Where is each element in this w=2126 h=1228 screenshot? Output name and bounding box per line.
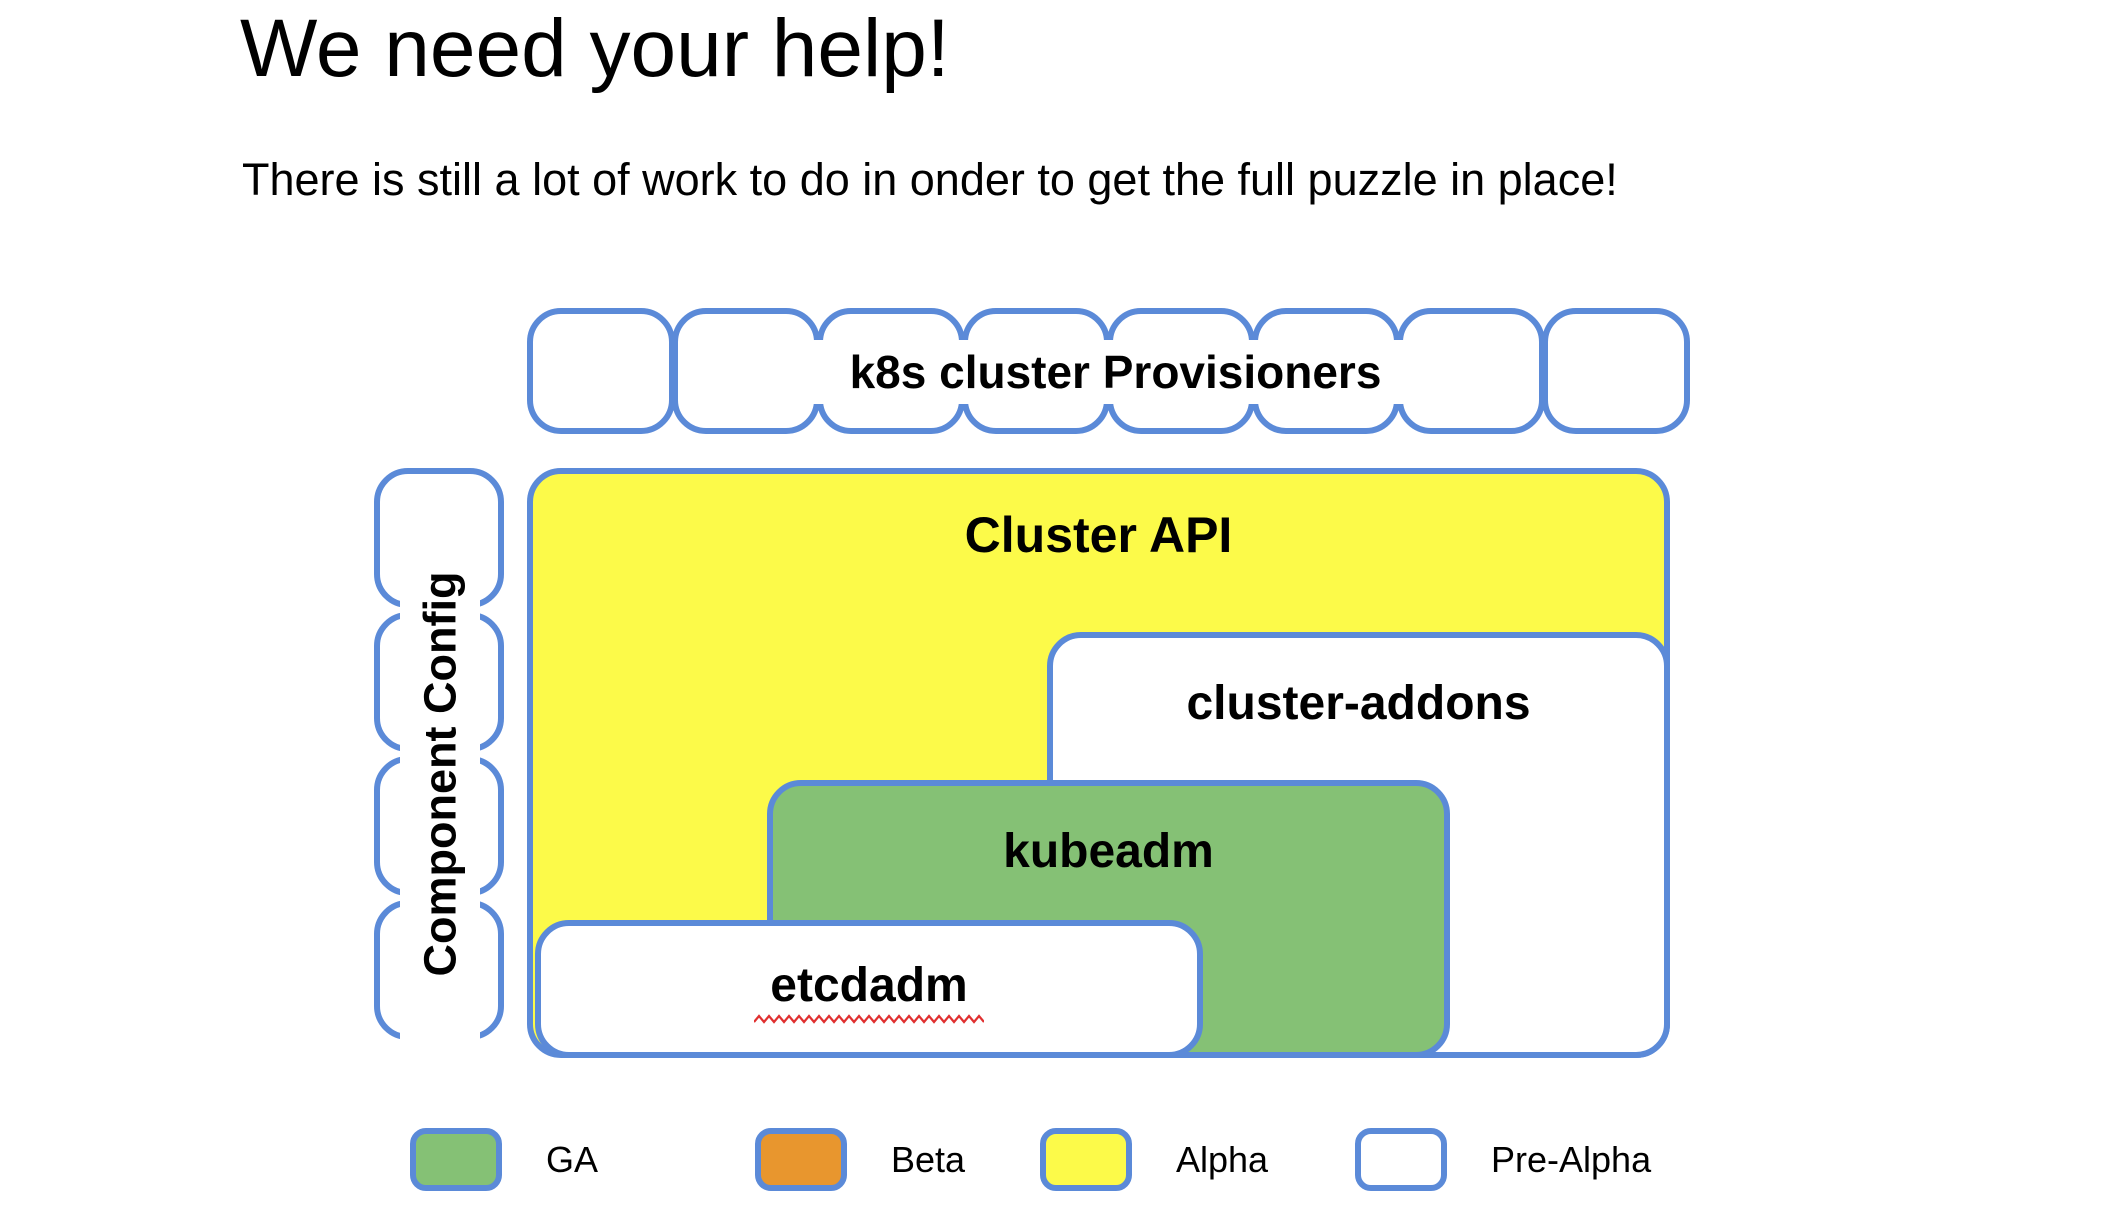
legend-item-beta: Beta (755, 1128, 965, 1191)
page-title: We need your help! (240, 3, 950, 94)
legend-swatch-ga (410, 1128, 502, 1191)
node-etcdadm[interactable]: etcdadm (535, 920, 1203, 1058)
legend-item-pre-alpha: Pre-Alpha (1355, 1128, 1651, 1191)
legend-swatch-beta (755, 1128, 847, 1191)
provisioner-box-1[interactable] (527, 308, 675, 434)
legend-swatch-pre-alpha (1355, 1128, 1447, 1191)
spellcheck-underline-icon (754, 1014, 984, 1024)
component-config-label: Component Config (414, 571, 466, 977)
legend-item-alpha: Alpha (1040, 1128, 1268, 1191)
provisioner-box-8[interactable] (1542, 308, 1690, 434)
component-config-label-band: Component Config (400, 489, 480, 1059)
legend-swatch-alpha (1040, 1128, 1132, 1191)
provisioner-label: k8s cluster Provisioners (849, 346, 1382, 398)
node-etcdadm-label: etcdadm (770, 959, 968, 1012)
node-cluster-addons-label: cluster-addons (1186, 677, 1531, 730)
legend-label-ga: GA (546, 1138, 599, 1180)
node-kubeadm-label: kubeadm (1003, 825, 1214, 878)
page-subtitle: There is still a lot of work to do in on… (242, 154, 1618, 205)
legend-label-pre-alpha: Pre-Alpha (1491, 1138, 1652, 1180)
legend-label-alpha: Alpha (1176, 1138, 1269, 1180)
legend-label-beta: Beta (891, 1138, 966, 1180)
node-cluster-api-label: Cluster API (964, 507, 1233, 563)
provisioner-label-band: k8s cluster Provisioners (737, 340, 1494, 404)
legend-item-ga: GA (410, 1128, 598, 1191)
